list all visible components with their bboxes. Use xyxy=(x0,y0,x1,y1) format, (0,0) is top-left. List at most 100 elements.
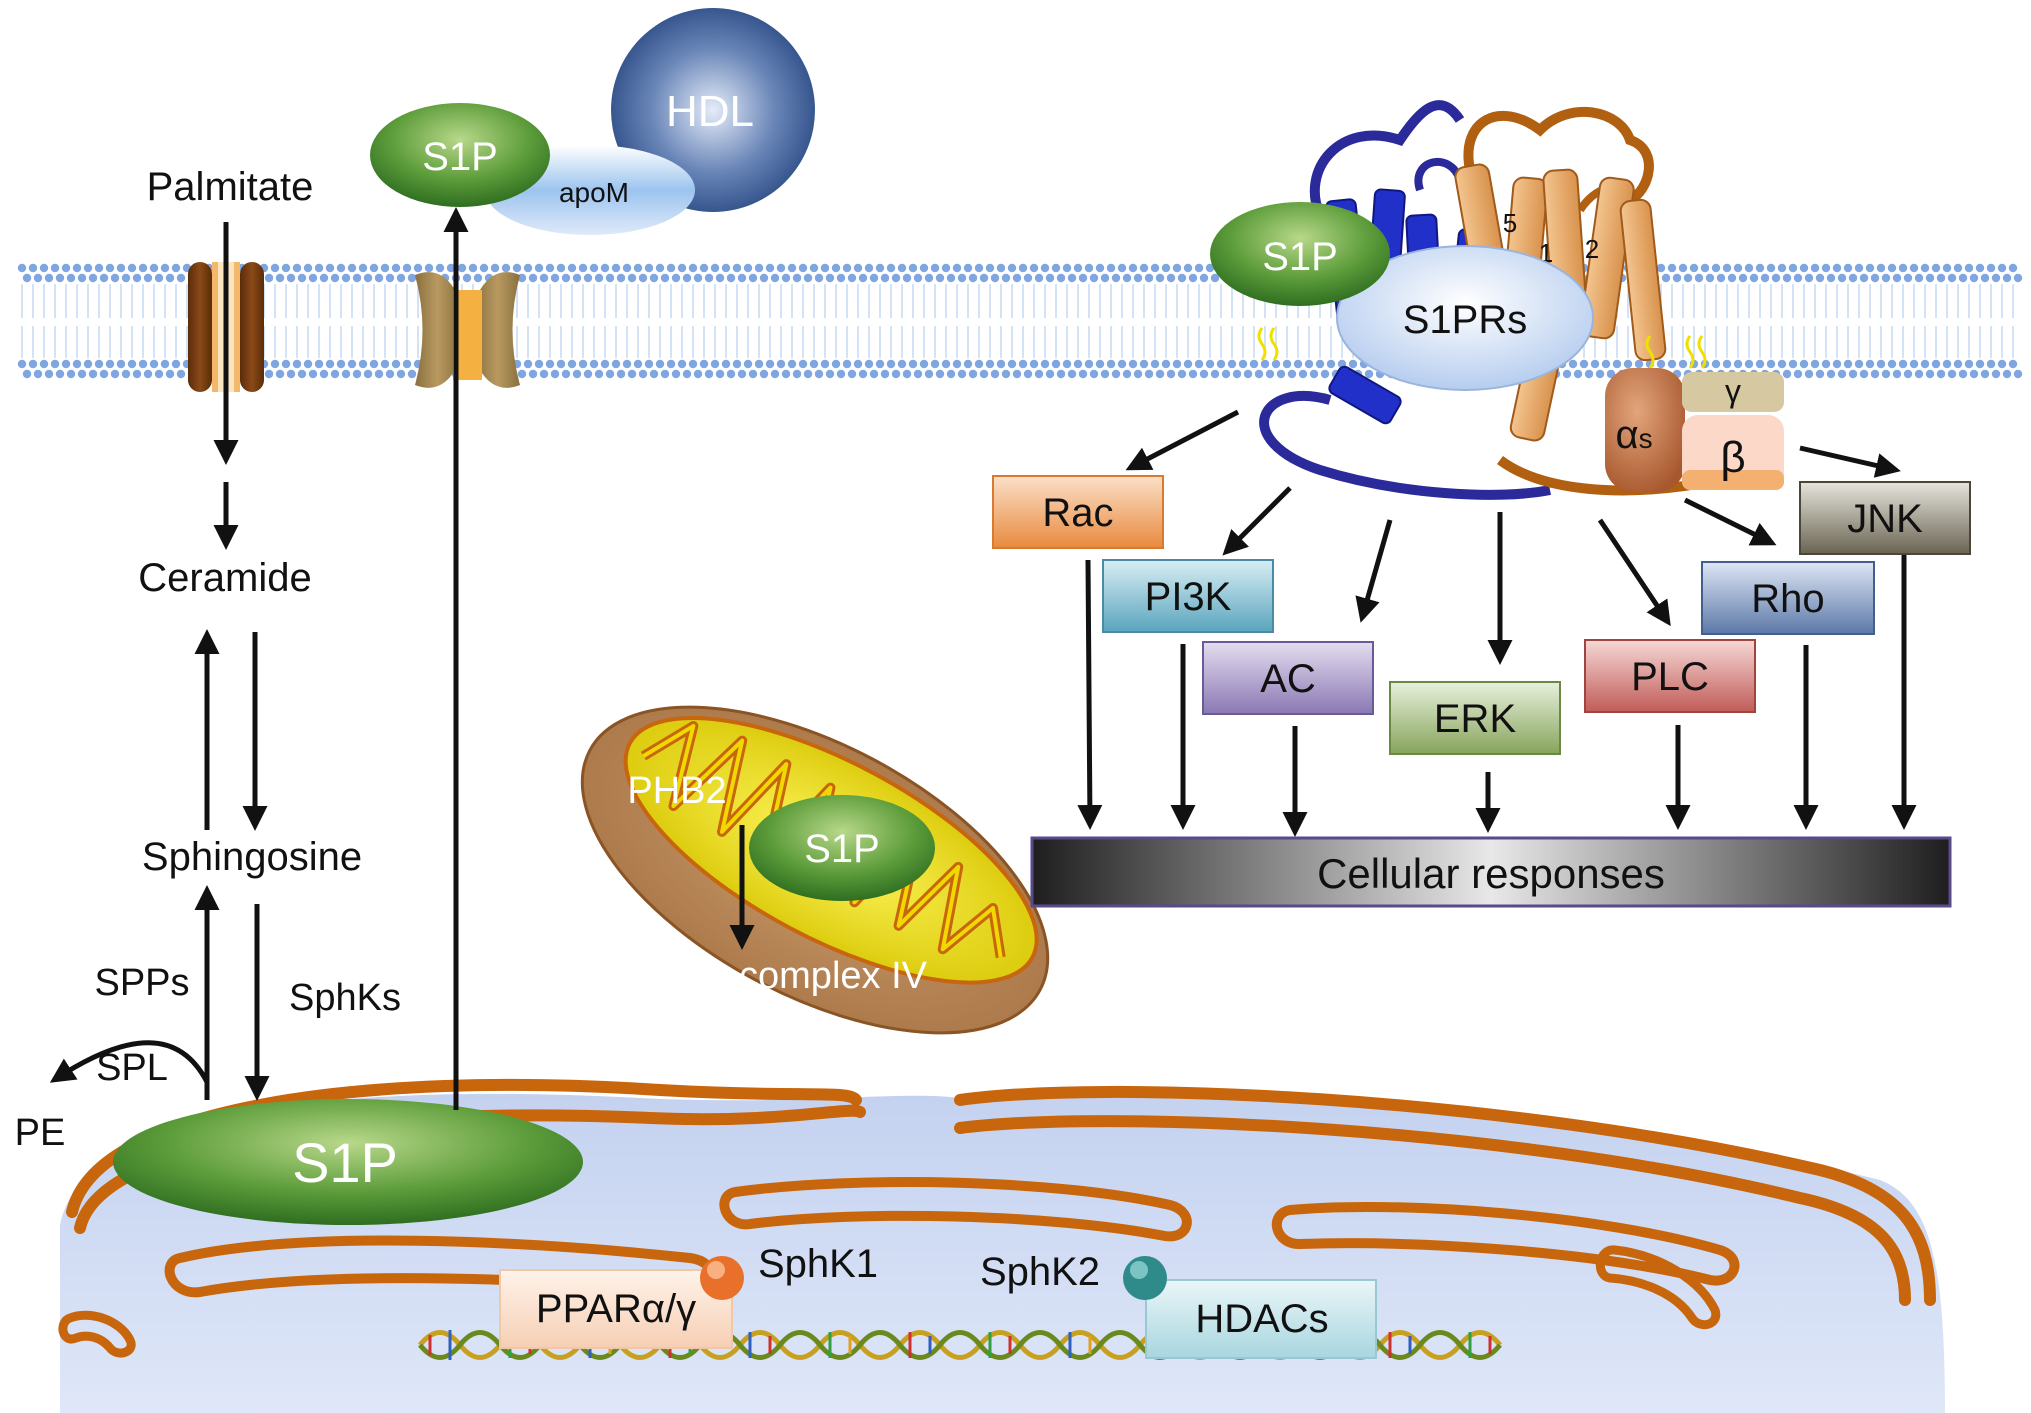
lipid-head xyxy=(946,369,956,379)
lipid-head xyxy=(666,263,676,273)
lipid-head xyxy=(935,273,945,283)
lipid-head xyxy=(1364,369,1374,379)
lipid-head xyxy=(1106,263,1116,273)
lipid-head xyxy=(655,359,665,369)
lipid-head xyxy=(1040,263,1050,273)
g-alpha-label: αs xyxy=(1615,413,1652,457)
helix-5-label: 5 xyxy=(1503,208,1517,238)
lipid-head xyxy=(1832,263,1842,273)
lipid-head xyxy=(1276,369,1286,379)
lipid-head xyxy=(66,273,76,283)
lipid-head xyxy=(1023,273,1033,283)
lipid-head xyxy=(28,359,38,369)
sphk1-marker xyxy=(700,1256,744,1300)
lipid-head xyxy=(1744,359,1754,369)
s1p-exported: S1P xyxy=(370,103,550,207)
lipid-head xyxy=(270,263,280,273)
lipid-head xyxy=(660,369,670,379)
lipid-head xyxy=(1128,263,1138,273)
lipid-head xyxy=(1903,273,1913,283)
lipid-head xyxy=(1227,359,1237,369)
lipid-head xyxy=(1034,273,1044,283)
lipid-head xyxy=(754,359,764,369)
lipid-head xyxy=(1122,369,1132,379)
lipid-head xyxy=(611,263,621,273)
lipid-head xyxy=(924,273,934,283)
lipid-head xyxy=(957,273,967,283)
lipid-head xyxy=(825,369,835,379)
lipid-head xyxy=(66,369,76,379)
lipid-head xyxy=(556,263,566,273)
lipid-head xyxy=(116,359,126,369)
hdacs-box: HDACs xyxy=(1145,1279,1377,1359)
lipid-head xyxy=(1155,369,1165,379)
lipid-head xyxy=(1205,359,1215,369)
lipid-head xyxy=(1986,263,1996,273)
lipid-head xyxy=(616,369,626,379)
lipid-head xyxy=(1100,273,1110,283)
sphk2-marker-highlight xyxy=(1130,1261,1148,1279)
lipid-head xyxy=(1579,359,1589,369)
plasma-membrane xyxy=(17,262,2023,380)
lipid-head xyxy=(941,359,951,369)
lipid-head xyxy=(946,273,956,283)
lipid-head xyxy=(600,359,610,369)
lipid-head xyxy=(968,369,978,379)
lipid-head xyxy=(1634,359,1644,369)
ppar-box: PPARα/γ xyxy=(499,1269,733,1349)
lipid-head xyxy=(1920,263,1930,273)
g-beta-label: β xyxy=(1720,433,1745,482)
lipid-head xyxy=(17,263,27,273)
lipid-head xyxy=(1265,369,1275,379)
lipid-head xyxy=(974,263,984,273)
lipid-head xyxy=(853,263,863,273)
lipid-head xyxy=(1045,369,1055,379)
lipid-head xyxy=(33,369,43,379)
s1prs-label: S1PRs xyxy=(1403,298,1528,342)
lipid-head xyxy=(1051,359,1061,369)
sphks-label: SphKs xyxy=(289,977,401,1019)
lipid-head xyxy=(875,359,885,369)
lipid-head xyxy=(1942,263,1952,273)
lipid-head xyxy=(633,359,643,369)
lipid-head xyxy=(627,273,637,283)
lipid-head xyxy=(1909,263,1919,273)
lipid-head xyxy=(935,369,945,379)
lipid-head xyxy=(1711,359,1721,369)
lipid-head xyxy=(594,369,604,379)
lipid-head xyxy=(1150,263,1160,273)
lipid-head xyxy=(1826,273,1836,283)
lipid-head xyxy=(457,263,467,273)
lipid-head xyxy=(589,359,599,369)
s1p-mito-label: S1P xyxy=(804,827,880,871)
lipid-head xyxy=(55,273,65,283)
lipid-head xyxy=(402,263,412,273)
lipid-head xyxy=(1694,273,1704,283)
lipid-head xyxy=(952,263,962,273)
lipid-head xyxy=(616,273,626,283)
lipid-head xyxy=(869,273,879,283)
lipid-head xyxy=(699,263,709,273)
jnk-box: JNK xyxy=(1799,481,1971,555)
lipid-head xyxy=(770,369,780,379)
lipid-head xyxy=(1854,359,1864,369)
lipid-head xyxy=(363,273,373,283)
lipid-head xyxy=(1095,359,1105,369)
lipid-head xyxy=(165,273,175,283)
lipid-head xyxy=(374,273,384,283)
lipid-head xyxy=(1612,359,1622,369)
lipid-head xyxy=(462,273,472,283)
rac-label: Rac xyxy=(1042,491,1113,535)
lipid-head xyxy=(347,359,357,369)
pe-label: PE xyxy=(15,1112,66,1154)
lipid-head xyxy=(1953,359,1963,369)
lipid-head xyxy=(869,369,879,379)
lipid-head xyxy=(1084,359,1094,369)
lipid-head xyxy=(622,263,632,273)
lipid-head xyxy=(996,359,1006,369)
lipid-head xyxy=(319,273,329,283)
lipid-head xyxy=(644,263,654,273)
lipid-head xyxy=(1007,263,1017,273)
lipid-head xyxy=(677,263,687,273)
sphk2-marker xyxy=(1123,1256,1167,1300)
